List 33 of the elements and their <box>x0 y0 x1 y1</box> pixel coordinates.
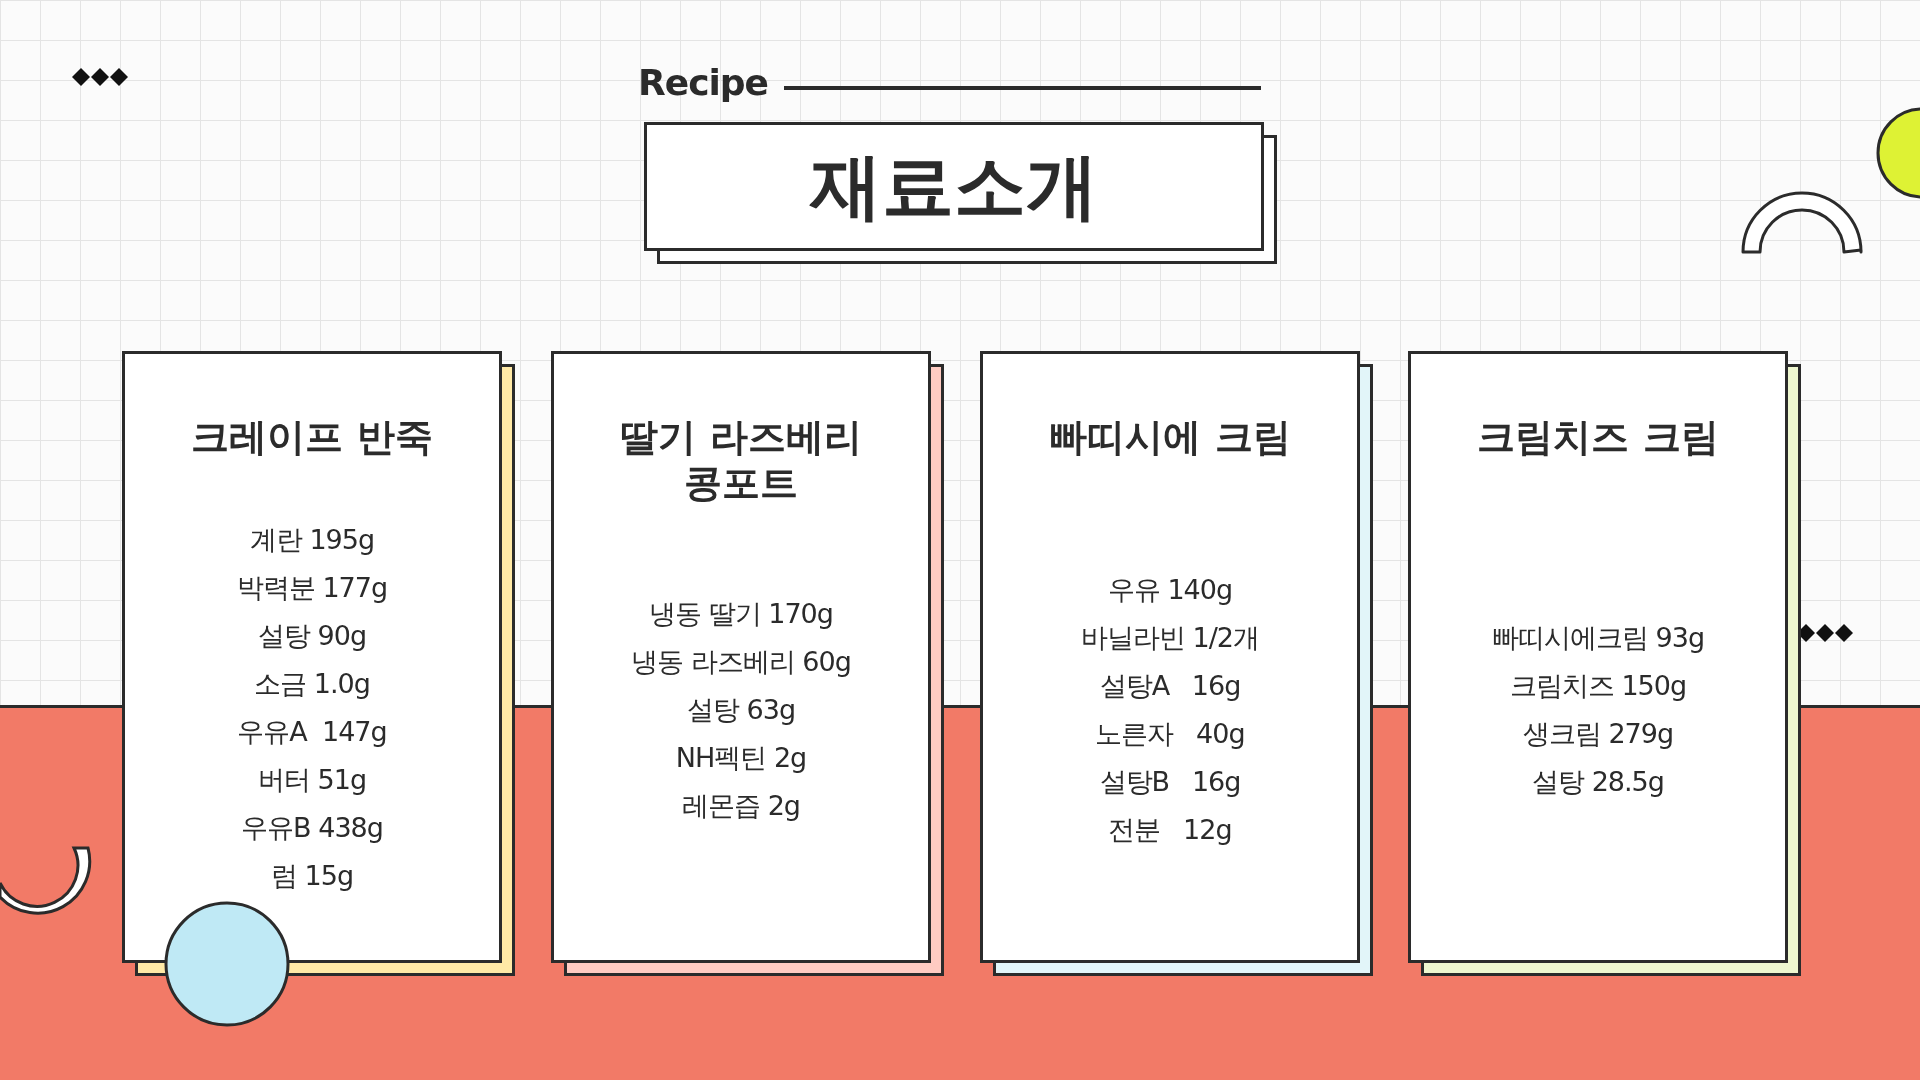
ingredient-line: 소금 1.0g <box>253 667 371 701</box>
ingredient-line: 레몬즙 2g <box>681 789 801 823</box>
recipe-card <box>1408 351 1788 963</box>
ingredient-line: 노른자 40g <box>1094 717 1246 751</box>
ingredient-line: 박력분 177g <box>235 571 389 605</box>
title-text: 재료소개 <box>810 142 1098 230</box>
card-heading: 크레이프 반죽 <box>190 414 434 460</box>
ingredient-line: 계란 195g <box>248 523 376 557</box>
ingredient-line: 바닐라빈 1/2개 <box>1079 621 1260 655</box>
ingredient-line: 설탕B 16g <box>1098 765 1242 799</box>
ingredient-line: 우유B 438g <box>240 811 384 845</box>
ingredient-line: NH펙틴 2g <box>674 741 808 775</box>
card-heading: 크림치즈 크림 <box>1476 414 1720 460</box>
recipe-card <box>980 351 1360 963</box>
ingredient-line: 설탕 63g <box>685 693 797 727</box>
ingredient-line: 냉동 딸기 170g <box>648 597 834 631</box>
ingredient-line: 우유 140g <box>1106 573 1234 607</box>
ingredient-line: 냉동 라즈베리 60g <box>630 645 852 679</box>
ingredient-line: 빠띠시에크림 93g <box>1490 621 1706 655</box>
recipe-card <box>122 351 502 963</box>
ingredient-line: 설탕 90g <box>256 619 368 653</box>
ingredient-line: 크림치즈 150g <box>1508 669 1688 703</box>
ingredient-line: 설탕 28.5g <box>1531 765 1665 799</box>
ingredient-line: 우유A 147g <box>236 715 388 749</box>
ingredient-line: 설탕A 16g <box>1098 669 1242 703</box>
card-heading: 빠띠시에 크림 <box>1048 414 1292 460</box>
recipe-card <box>551 351 931 963</box>
section-label: Recipe <box>638 62 768 103</box>
card-heading: 딸기 라즈베리 콩포트 <box>619 414 863 506</box>
ingredient-line: 생크림 279g <box>1521 717 1675 751</box>
ingredient-line: 럼 15g <box>269 859 355 893</box>
ingredient-line: 전분 12g <box>1107 813 1233 847</box>
ingredient-line: 버터 51g <box>256 763 368 797</box>
